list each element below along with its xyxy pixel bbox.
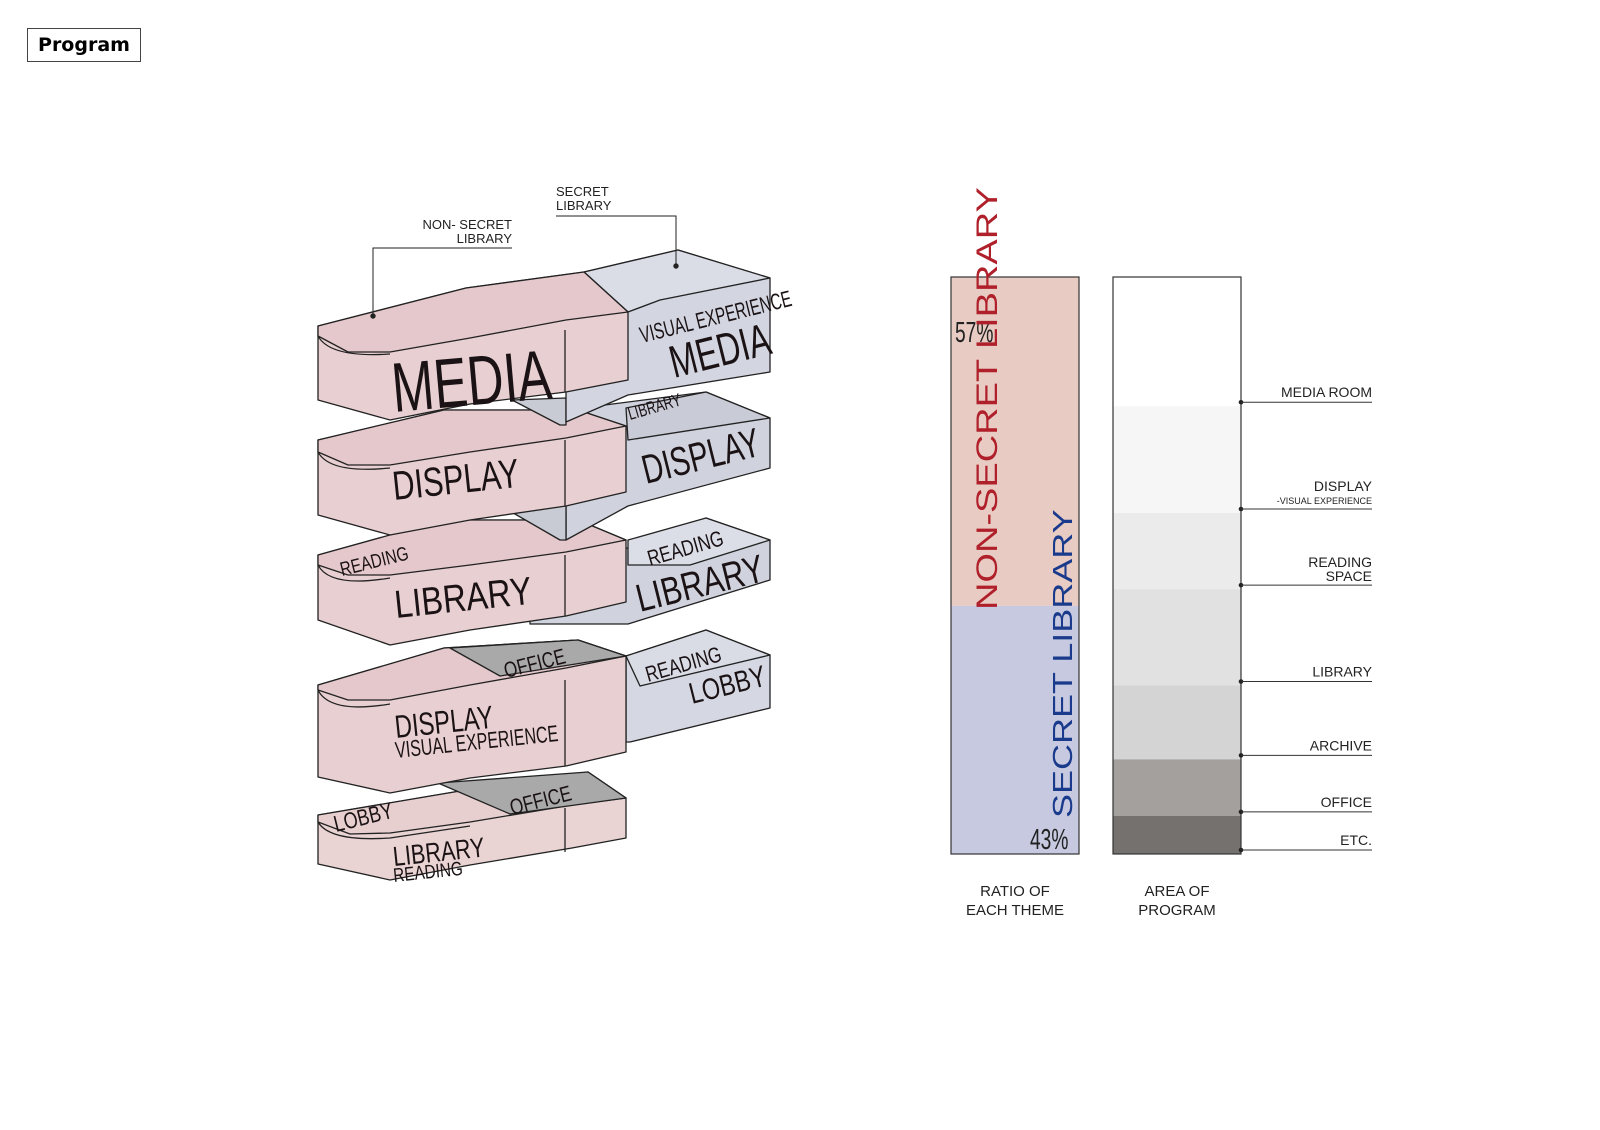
secret-callout-line1: SECRET bbox=[556, 184, 609, 199]
ratio-caption-line2: EACH THEME bbox=[966, 902, 1064, 919]
area-segment-library bbox=[1113, 589, 1241, 686]
area-label: LIBRARY bbox=[1312, 664, 1372, 680]
secret-label: SECRET LIBRARY bbox=[1047, 509, 1078, 818]
secret-callout-line2: LIBRARY bbox=[556, 198, 612, 213]
page-title: Program bbox=[27, 28, 141, 62]
area-caption-line2: PROGRAM bbox=[1138, 902, 1216, 919]
massing-diagram bbox=[317, 249, 771, 881]
level-2 bbox=[317, 391, 771, 541]
area-label: READING bbox=[1308, 554, 1372, 570]
area-sublabel: SPACE bbox=[1326, 568, 1372, 584]
area-label: DISPLAY bbox=[1314, 478, 1373, 494]
area-caption-line1: AREA OF bbox=[1144, 883, 1209, 900]
area-segment-etc bbox=[1113, 815, 1241, 854]
level-4 bbox=[317, 629, 771, 794]
area-segment-display bbox=[1113, 406, 1241, 513]
secret-percent: 43% bbox=[1030, 824, 1068, 856]
area-segment-media-room bbox=[1113, 277, 1241, 407]
area-label: OFFICE bbox=[1321, 794, 1372, 810]
non-secret-percent: 57% bbox=[955, 317, 993, 349]
callout-leaders bbox=[370, 215, 679, 319]
callout-labels: NON- SECRET LIBRARY SECRET LIBRARY bbox=[422, 184, 611, 246]
area-label: ARCHIVE bbox=[1310, 737, 1372, 753]
area-segment-reading bbox=[1113, 512, 1241, 590]
non-secret-label: NON-SECRET LIBRARY bbox=[971, 187, 1004, 610]
area-segment-archive bbox=[1113, 685, 1241, 760]
non-secret-share bbox=[951, 277, 1079, 606]
level-1 bbox=[317, 249, 771, 426]
non-secret-callout-line1: NON- SECRET bbox=[422, 217, 512, 232]
area-label: ETC. bbox=[1340, 832, 1372, 848]
ratio-bar: 57% NON-SECRET LIBRARY SECRET LIBRARY 43… bbox=[950, 187, 1080, 919]
non-secret-callout-line2: LIBRARY bbox=[457, 231, 513, 246]
level-5 bbox=[317, 771, 627, 881]
secret-share bbox=[951, 605, 1079, 854]
area-label: MEDIA ROOM bbox=[1281, 384, 1372, 400]
area-bar: MEDIA ROOM -VISUAL EXPERIENCE DISPLAY SPACE… bbox=[1112, 276, 1373, 919]
ratio-caption-line1: RATIO OF bbox=[980, 883, 1050, 900]
area-sublabel: -VISUAL EXPERIENCE bbox=[1277, 496, 1372, 506]
area-segment-office bbox=[1113, 759, 1241, 816]
level-1-pink-main-label: MEDIA bbox=[388, 335, 554, 427]
